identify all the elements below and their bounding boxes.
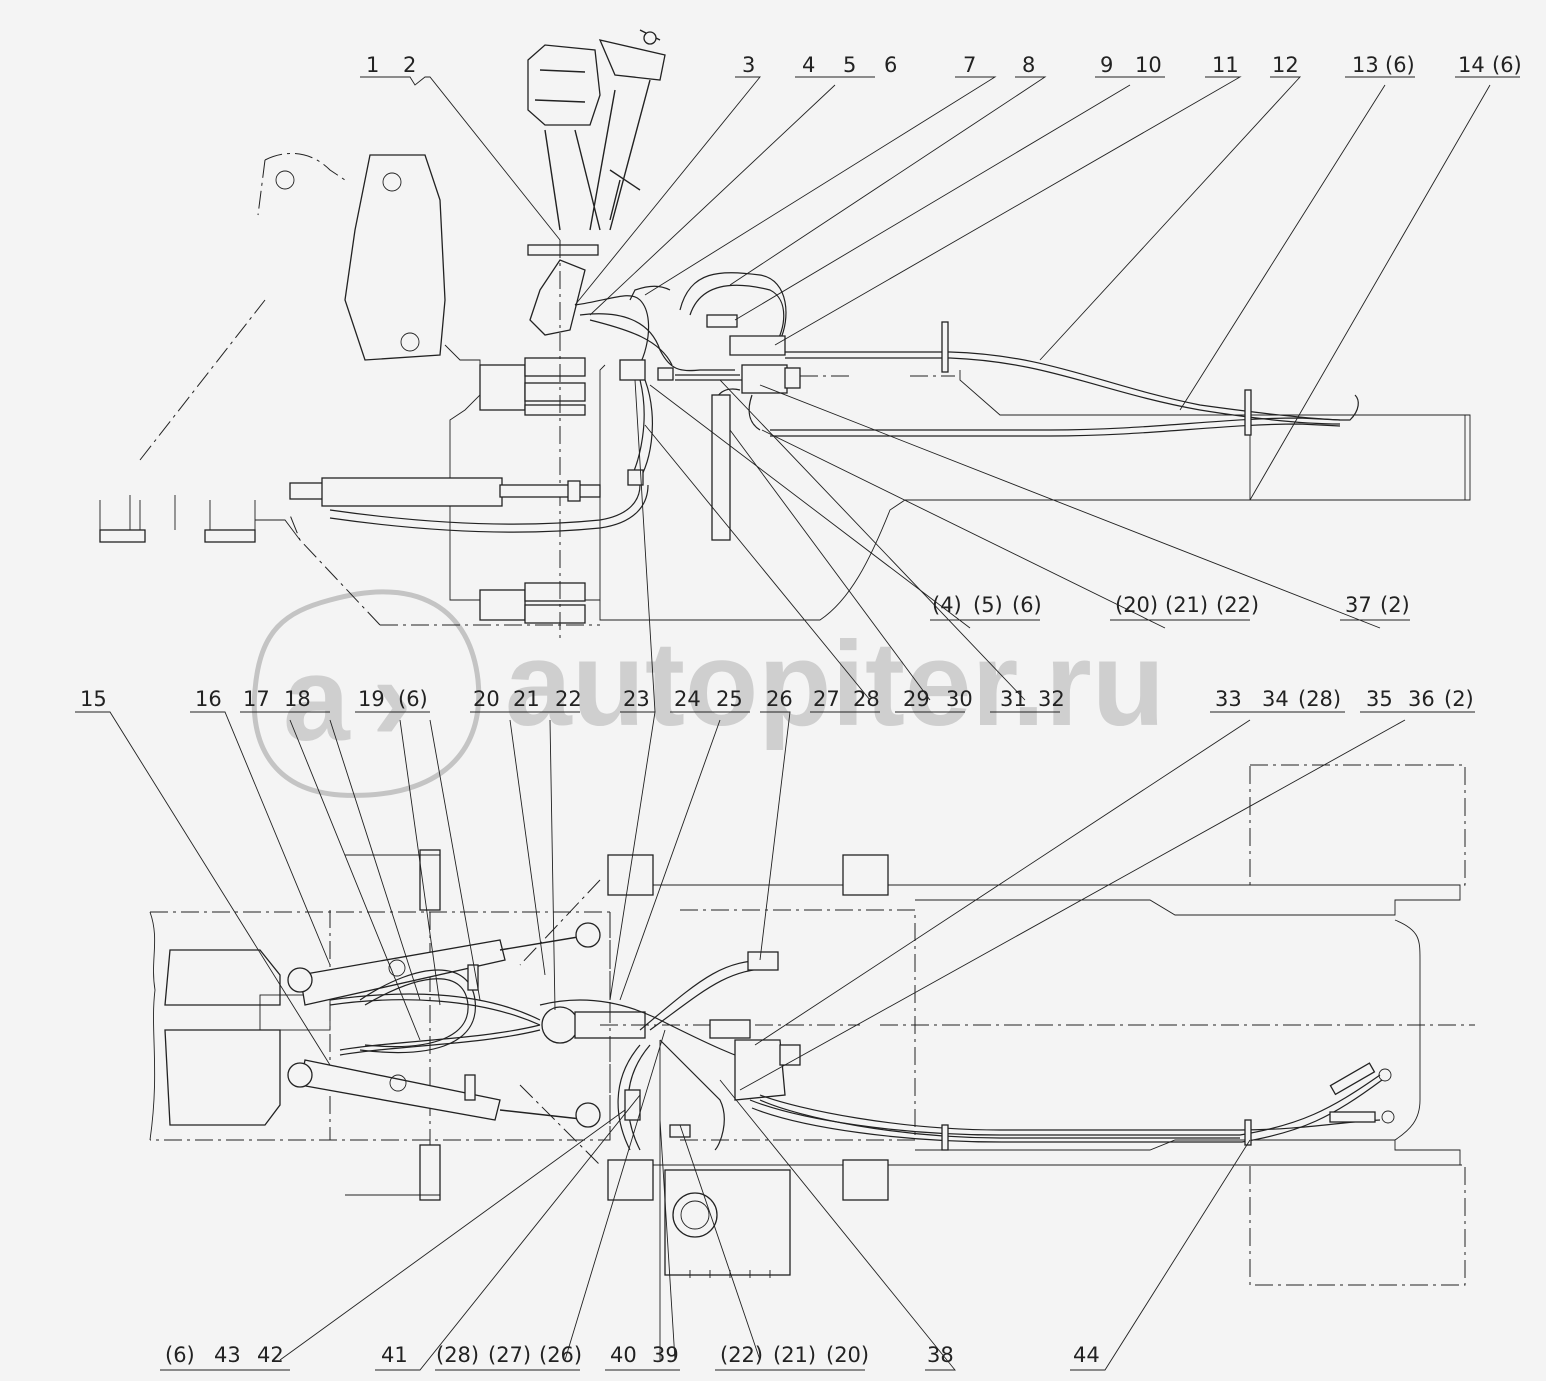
label-7: 7 [963, 53, 976, 77]
label-23: 23 [623, 687, 650, 711]
label-10: 10 [1135, 53, 1162, 77]
top-labels: 1 2 3 4 5 6 7 8 9 10 11 12 13 (6) 14 (6) [366, 53, 1522, 77]
label-35: 35 [1366, 687, 1393, 711]
label-22-bottom: (22) [720, 1343, 763, 1367]
watermark-logo-letter: a [283, 632, 351, 766]
label-21: 21 [513, 687, 540, 711]
label-20: 20 [473, 687, 500, 711]
watermark-logo-ring [251, 589, 482, 798]
label-8: 8 [1022, 53, 1035, 77]
label-29: 29 [903, 687, 930, 711]
label-22-ref: (22) [1216, 593, 1259, 617]
bottom-labels: (6) 43 42 41 (28) (27) (26) 40 39 (22) (… [165, 1343, 1100, 1367]
label-26: 26 [766, 687, 793, 711]
label-14-qty: (6) [1492, 53, 1522, 77]
steering-cylinder-body [321, 477, 503, 507]
label-4-ref: (4) [932, 593, 962, 617]
label-19: 19 [358, 687, 385, 711]
label-24: 24 [674, 687, 701, 711]
watermark-text: autopiter.ru [505, 617, 1165, 751]
label-1: 1 [366, 53, 379, 77]
middle-labels: 15 16 17 18 19 (6) 20 21 22 23 24 25 26 … [80, 687, 1474, 711]
label-20-bottom: (20) [826, 1343, 869, 1367]
label-3: 3 [742, 53, 755, 77]
label-28: 28 [853, 687, 880, 711]
label-16: 16 [195, 687, 222, 711]
label-9: 9 [1100, 53, 1113, 77]
label-27-bottom: (27) [488, 1343, 531, 1367]
label-34-qty: (28) [1298, 687, 1341, 711]
label-42: 42 [257, 1343, 284, 1367]
steering-column-bracket [598, 39, 666, 81]
label-17: 17 [243, 687, 270, 711]
watermark-logo-arrow: › [372, 632, 412, 766]
label-18: 18 [284, 687, 311, 711]
hose-loop-top [679, 272, 787, 341]
steering-unit [529, 259, 586, 336]
hydraulic-pump [741, 364, 788, 394]
label-12: 12 [1272, 53, 1299, 77]
front-axle-housing [164, 949, 281, 1006]
label-34: 34 [1262, 687, 1289, 711]
priority-valve [729, 335, 786, 356]
tank-cap [672, 1192, 718, 1238]
label-39: 39 [652, 1343, 679, 1367]
steering-seat-block [527, 44, 601, 126]
label-19-qty: (6) [398, 687, 428, 711]
label-20-ref: (20) [1115, 593, 1158, 617]
label-44: 44 [1073, 1343, 1100, 1367]
label-5-ref: (5) [973, 593, 1003, 617]
label-40: 40 [610, 1343, 637, 1367]
label-37: 37 [1345, 593, 1372, 617]
label-36-qty: (2) [1444, 687, 1474, 711]
label-6: 6 [884, 53, 897, 77]
label-22: 22 [555, 687, 582, 711]
leader-lines [75, 76, 1520, 1371]
label-15: 15 [80, 687, 107, 711]
label-13: 13 [1352, 53, 1379, 77]
label-11: 11 [1212, 53, 1239, 77]
label-37-qty: (2) [1380, 593, 1410, 617]
articulation-valve [541, 1006, 579, 1044]
label-21-bottom: (21) [773, 1343, 816, 1367]
mid-right-labels: (4) (5) (6) (20) (21) (22) 37 (2) [932, 593, 1410, 617]
label-28-bottom: (28) [436, 1343, 479, 1367]
label-33: 33 [1215, 687, 1242, 711]
label-6-ref: (6) [1012, 593, 1042, 617]
loader-arm-plate [344, 154, 446, 361]
label-13-qty: (6) [1385, 53, 1415, 77]
label-30: 30 [946, 687, 973, 711]
top-view [99, 29, 1471, 640]
label-31: 31 [1000, 687, 1027, 711]
label-4: 4 [802, 53, 815, 77]
watermark: a › autopiter.ru [251, 589, 1165, 798]
label-26-bottom: (26) [539, 1343, 582, 1367]
label-6-bottom: (6) [165, 1343, 195, 1367]
label-43: 43 [214, 1343, 241, 1367]
label-36: 36 [1408, 687, 1435, 711]
label-21-ref: (21) [1165, 593, 1208, 617]
pump-rear [734, 1039, 786, 1101]
label-5: 5 [843, 53, 856, 77]
label-2: 2 [403, 53, 416, 77]
label-38: 38 [927, 1343, 954, 1367]
label-32: 32 [1038, 687, 1065, 711]
label-41: 41 [381, 1343, 408, 1367]
left-steering-cylinder [287, 939, 506, 1006]
right-steering-cylinder [287, 1059, 501, 1121]
label-27: 27 [813, 687, 840, 711]
label-14: 14 [1458, 53, 1485, 77]
bottom-view [149, 764, 1475, 1286]
label-25: 25 [716, 687, 743, 711]
